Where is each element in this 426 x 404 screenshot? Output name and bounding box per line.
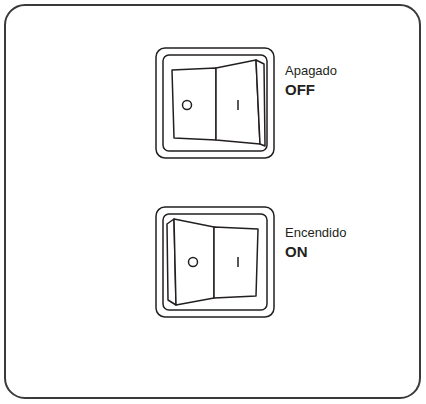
state-label: Encendido bbox=[285, 226, 346, 240]
state-code: OFF bbox=[285, 82, 315, 99]
state-label: Apagado bbox=[285, 64, 337, 78]
state-code: ON bbox=[285, 244, 308, 261]
rocker-switch-off bbox=[156, 48, 274, 158]
frame bbox=[5, 5, 420, 398]
rocker-switch-on bbox=[156, 207, 274, 317]
